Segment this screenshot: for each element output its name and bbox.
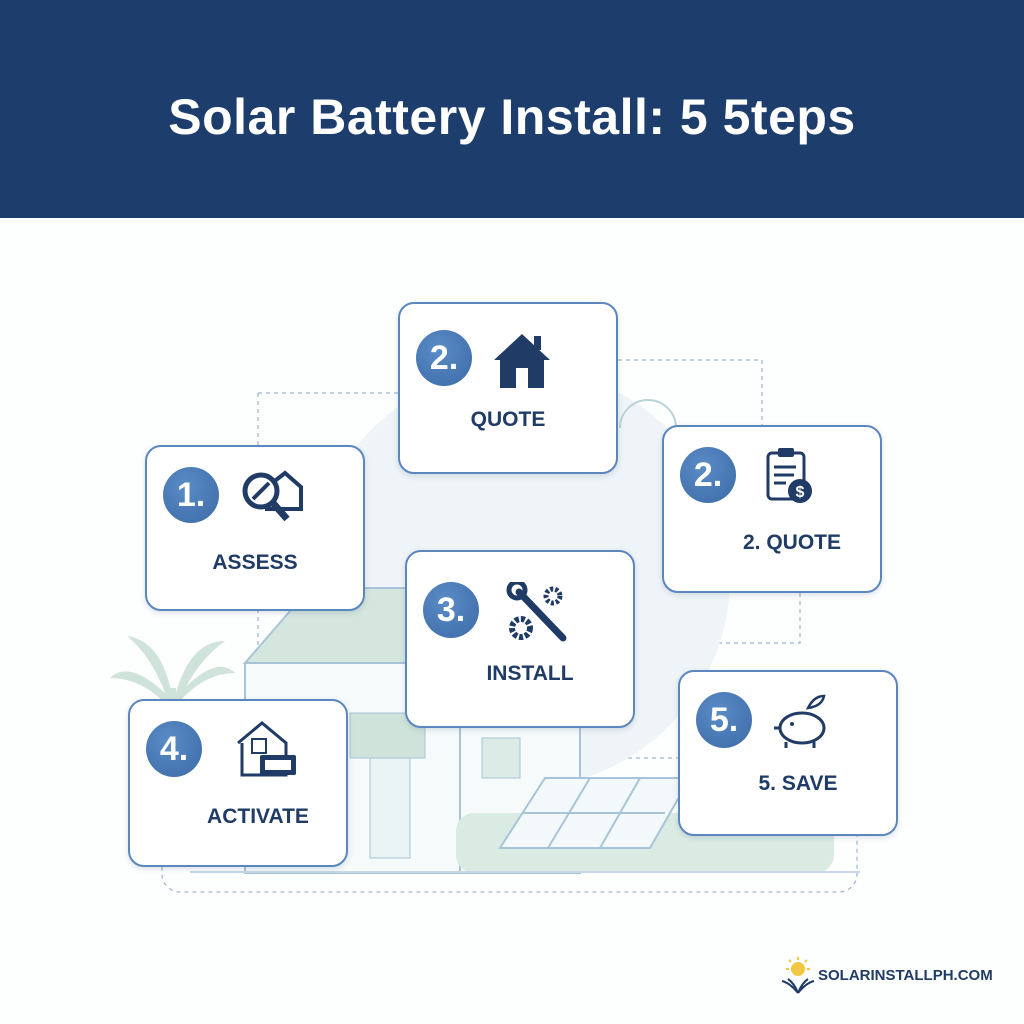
step-label: ASSESS — [212, 551, 298, 574]
step-number-badge: 1. — [163, 467, 219, 523]
step-number-badge: 5. — [696, 692, 752, 748]
step-label: ACTIVATE — [207, 805, 309, 828]
step-label: 5. SAVE — [758, 772, 838, 795]
step-label: QUOTE — [470, 408, 546, 431]
step-label: INSTALL — [486, 662, 574, 685]
step-card-quote: 2. QUOTE — [398, 302, 618, 474]
page-title: Solar Battery Install: 5 5teps — [168, 89, 856, 145]
piggy-bank-icon — [774, 694, 826, 748]
sun-palm-logo-icon — [781, 957, 815, 994]
brand-logo: SOLARINSTALLPH.COM — [780, 955, 1000, 997]
magnifier-house-icon — [242, 470, 303, 522]
step-number-badge: 2. — [416, 330, 472, 386]
house-battery-icon — [237, 721, 296, 777]
svg-text:$: $ — [796, 484, 805, 501]
step-label: 2. QUOTE — [742, 531, 842, 554]
wrench-gears-icon — [506, 582, 567, 642]
step-number-badge: 3. — [423, 582, 479, 638]
clipboard-dollar-icon: $ — [766, 448, 812, 503]
step-card-save: 5. 5. SAVE — [678, 670, 898, 836]
header-banner: Solar Battery Install: 5 5teps — [0, 0, 1024, 218]
house-icon — [494, 334, 550, 388]
logo-text: SOLARINSTALLPH.COM — [818, 967, 993, 984]
step-card-quote-2: 2. $ 2. QUOTE — [662, 425, 882, 593]
step-card-install: 3. INSTALL — [405, 550, 635, 728]
step-number-badge: 4. — [146, 721, 202, 777]
step-card-activate: 4. ACTIVATE — [128, 699, 348, 867]
step-card-assess: 1. ASSESS — [145, 445, 365, 611]
step-number-badge: 2. — [680, 447, 736, 503]
